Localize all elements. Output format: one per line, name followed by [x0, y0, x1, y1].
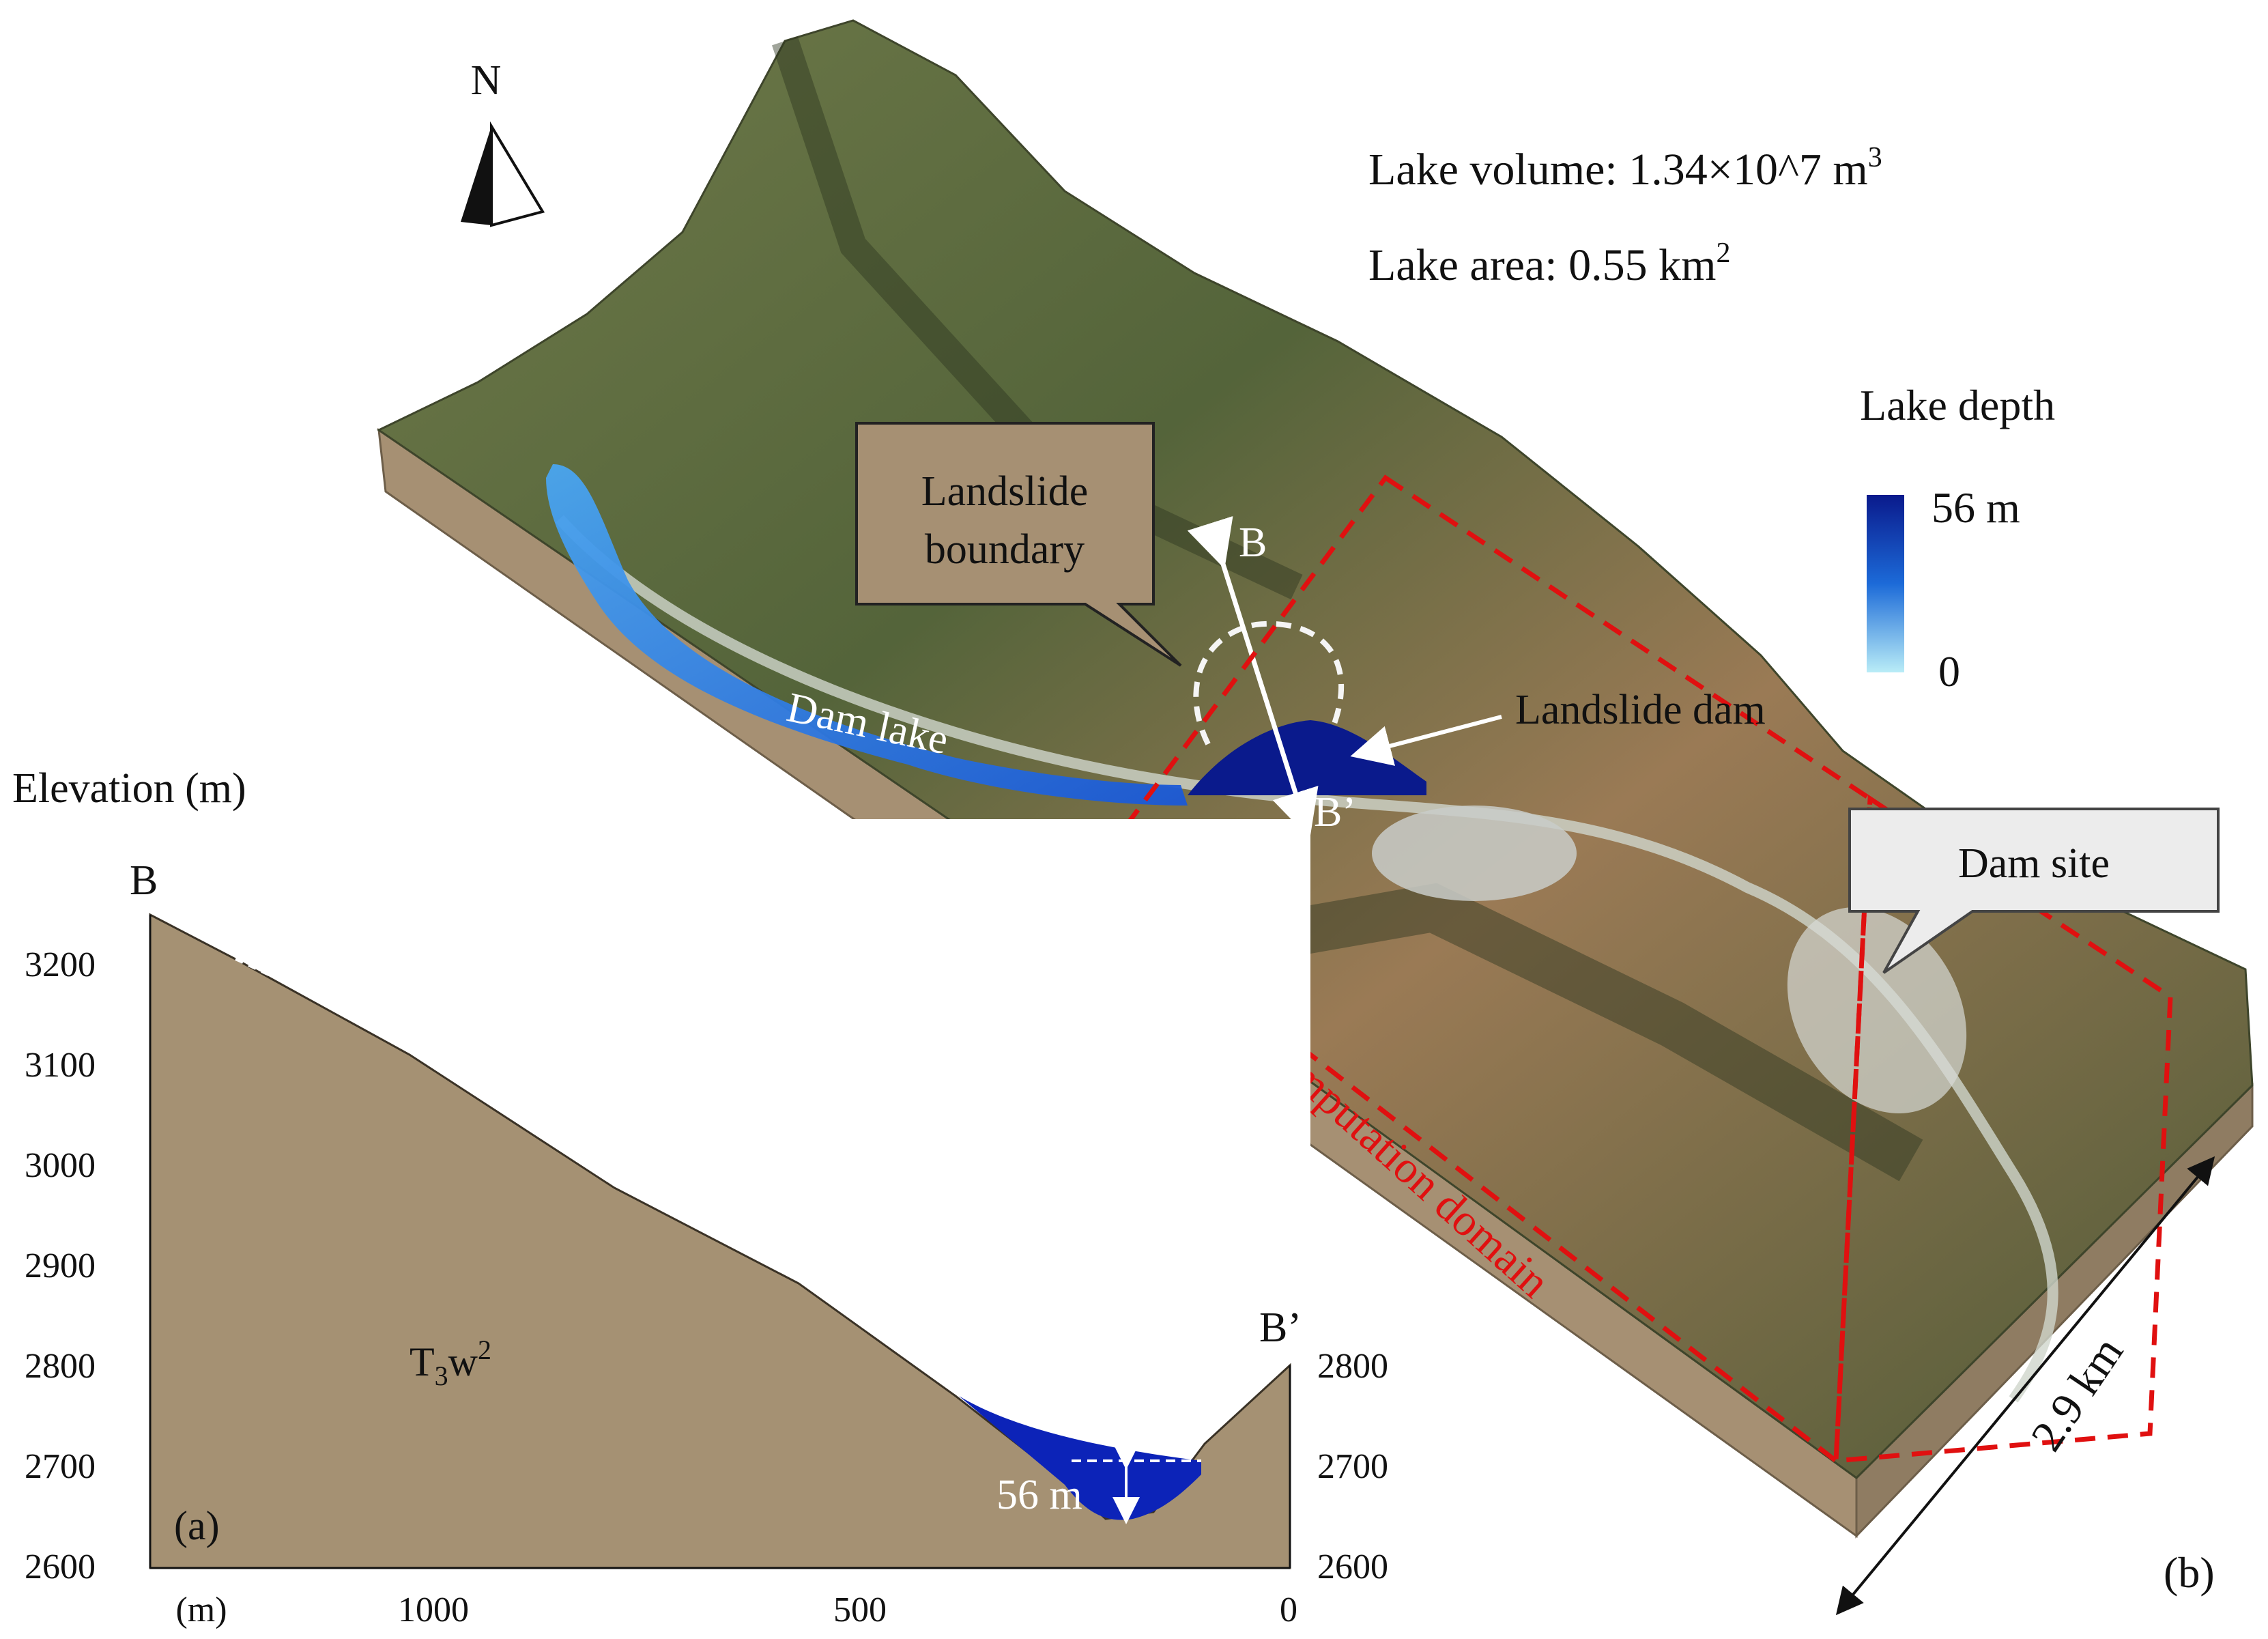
profile-depth-label: 56 m: [996, 1472, 1082, 1518]
x-tick: 500: [833, 1591, 887, 1629]
x-unit-label: (m): [175, 1591, 227, 1629]
landslide-boundary-callout: Landslide boundary: [855, 422, 1182, 667]
landslide-dam-arrow: [1350, 715, 1502, 766]
y-tick-left: 3200: [25, 945, 96, 984]
y-tick-right: 2700: [1317, 1447, 1388, 1486]
profile-y-axis-label: Elevation (m): [12, 765, 246, 812]
x-tick: 0: [1280, 1591, 1297, 1629]
profile-left-end-label: B: [130, 857, 158, 904]
lake-volume-text: Lake volume: 1.34×10^7 m3: [1368, 142, 1882, 195]
dam-site-callout: Dam site: [1848, 808, 2220, 974]
y-tick-right: 2800: [1317, 1347, 1388, 1386]
y-tick-right: 2600: [1317, 1548, 1388, 1586]
dam-lake-area: [546, 464, 1188, 806]
ridge-shadow: [772, 36, 1303, 600]
north-arrow-icon: N: [461, 57, 545, 227]
legend-title: Lake depth: [1860, 381, 2055, 429]
lake-area-text: Lake area: 0.55 km2: [1368, 238, 1730, 290]
panel-b-label: (b): [2164, 1548, 2215, 1597]
x-tick: 1000: [398, 1591, 469, 1629]
rock-unit-label: T3w2: [410, 1335, 491, 1391]
landslide-boundary-label-line1: Landslide: [921, 468, 1089, 515]
landslide-boundary-label-line2: boundary: [925, 526, 1085, 573]
section-start-label: B: [1239, 519, 1267, 566]
debris-field: [1372, 806, 1577, 901]
landslide-dam-label: Landslide dam: [1515, 687, 1766, 733]
profile-original-surface: [235, 958, 960, 1394]
section-line: [1187, 516, 1319, 839]
computation-domain-outline: [1082, 474, 1873, 1466]
dam-site-area: [1787, 907, 1967, 1113]
scale-bar: [1835, 1156, 2215, 1616]
profile-y-ticks-left: 3200 3100 3000 2900 2800 2700 2600: [25, 945, 96, 1586]
legend-min-label: 0: [1938, 647, 1960, 696]
legend-max-label: 56 m: [1932, 483, 2020, 532]
profile-right-end-label: B’: [1259, 1305, 1302, 1351]
y-tick-left: 3000: [25, 1146, 96, 1185]
y-tick-left: 2800: [25, 1347, 96, 1386]
profile-x-ticks: (m) 1000 500 0: [175, 1591, 1297, 1629]
profile-y-ticks-right: 2800 2700 2600: [1317, 1347, 1388, 1586]
y-tick-left: 2600: [25, 1548, 96, 1586]
depth-legend: Lake depth 56 m 0: [1860, 381, 2055, 696]
panel-a-label: (a): [174, 1503, 220, 1548]
section-end-label: B’: [1314, 789, 1356, 836]
y-tick-left: 2900: [25, 1246, 96, 1285]
y-tick-left: 2700: [25, 1447, 96, 1486]
north-label: N: [471, 57, 502, 104]
y-tick-left: 3100: [25, 1046, 96, 1085]
legend-colorbar: [1867, 495, 1904, 672]
profile-landslide-deposit: [959, 1396, 1201, 1520]
profile-chart: Elevation (m) B B’ 56 m T3w2 3200 3100 3…: [0, 765, 1388, 1639]
dam-site-label: Dam site: [1958, 840, 2110, 887]
